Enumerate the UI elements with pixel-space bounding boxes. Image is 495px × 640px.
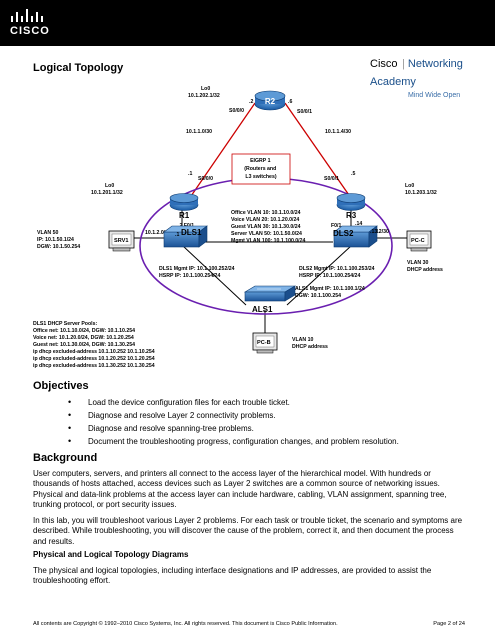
background-heading: Background bbox=[33, 452, 98, 464]
link-r1-r2 bbox=[188, 102, 256, 200]
r1-lo0-label: Lo0 10.1.201.1/32 bbox=[91, 183, 123, 196]
eigrp-label: EIGRP 1 (Routers and L3 switches) bbox=[244, 158, 277, 180]
r3-lo0-label: Lo0 10.1.203.1/32 bbox=[405, 183, 437, 196]
dls1-mgmt-info: DLS1 Mgmt IP: 10.1.100.252/24 HSRP IP: 1… bbox=[159, 266, 236, 279]
footer-page-number: Page 2 of 24 bbox=[433, 621, 465, 627]
server-srv1 bbox=[108, 230, 135, 252]
objectives-list: Load the device configuration files for … bbox=[68, 396, 399, 448]
topology-diagrams-subheading: Physical and Logical Topology Diagrams bbox=[33, 550, 189, 559]
eigrp-box bbox=[231, 153, 291, 185]
r2-s001-label: S0/0/1 bbox=[297, 109, 312, 115]
networking-academy-logo: Cisco | Networking Academy Mind Wide Ope… bbox=[370, 54, 482, 99]
r3-dot5-label: .5 bbox=[351, 171, 355, 177]
r2-dot2-label: .2 bbox=[249, 99, 253, 105]
dls1-dot1-label: .1 bbox=[175, 232, 179, 238]
pcb-info: VLAN 10 DHCP address bbox=[292, 337, 328, 350]
background-paragraph-1: User computers, servers, and printers al… bbox=[33, 469, 447, 510]
r2-name: R2 bbox=[265, 97, 276, 106]
objective-item: Load the device configuration files for … bbox=[68, 396, 399, 409]
section-title-logical-topology: Logical Topology bbox=[33, 62, 124, 74]
academy-brand: Cisco bbox=[370, 58, 398, 70]
pcb-name: PC-B bbox=[257, 340, 271, 346]
dls2-name: DLS2 bbox=[333, 229, 354, 238]
cisco-logo: CISCO bbox=[10, 7, 50, 39]
als1-name: ALS1 bbox=[252, 305, 273, 314]
cisco-bars-icon bbox=[11, 9, 43, 22]
r3-dot14-label: .14 bbox=[355, 221, 362, 227]
r3-s001-label: S0/0/1 bbox=[324, 176, 339, 182]
r1-name: R1 bbox=[179, 211, 190, 220]
link-r2r3-subnet: 10.1.1.4/30 bbox=[325, 129, 351, 135]
objective-item: Document the troubleshooting progress, c… bbox=[68, 435, 399, 448]
router-r1 bbox=[169, 193, 199, 211]
router-r3 bbox=[336, 193, 366, 211]
pc-c bbox=[406, 230, 432, 252]
r3-name: R3 bbox=[346, 211, 357, 220]
academy-name: Networking Academy bbox=[370, 58, 463, 88]
r2-s000-label: S0/0/0 bbox=[229, 108, 244, 114]
topology-svg: EIGRP 1 (Routers and L3 switches) R2 Lo0… bbox=[33, 86, 443, 369]
pcc-info: VLAN 30 DHCP address bbox=[407, 260, 443, 273]
academy-tagline: Mind Wide Open bbox=[408, 92, 461, 99]
r2-lo0-label: Lo0 10.1.202.1/32 bbox=[188, 86, 220, 99]
link-dls1-als1 bbox=[182, 245, 247, 306]
dls1-name: DLS1 bbox=[181, 228, 202, 237]
objective-item: Diagnose and resolve spanning-tree probl… bbox=[68, 422, 399, 435]
switch-dls1 bbox=[163, 225, 208, 248]
dls2-dot13-label: .13 bbox=[370, 229, 377, 235]
pcc-name: PC-C bbox=[411, 238, 425, 244]
router-r2: R2 bbox=[254, 90, 286, 111]
als1-mgmt-info: ALS1 Mgmt IP: 10.1.100.1/24 DGW: 10.1.10… bbox=[295, 286, 366, 299]
srv1-name: SRV1 bbox=[114, 238, 129, 244]
link-r1dls1-subnet: 10.1.2.0/30 bbox=[145, 230, 171, 236]
switch-dls2 bbox=[333, 225, 378, 248]
r3-f01-label: F0/1 bbox=[331, 223, 341, 229]
background-paragraph-3: The physical and logical topologies, inc… bbox=[33, 566, 432, 586]
background-paragraph-2: In this lab, you will troubleshoot vario… bbox=[33, 516, 463, 546]
r1-s000-label: S0/0/0 bbox=[198, 176, 213, 182]
link-dls2-als1 bbox=[286, 245, 352, 306]
objective-item: Diagnose and resolve Layer 2 connectivit… bbox=[68, 409, 399, 422]
link-r2-r3 bbox=[284, 102, 352, 199]
dls2-mgmt-info: DLS2 Mgmt IP: 10.1.100.253/24 HSRP IP: 1… bbox=[299, 266, 376, 279]
dhcp-pools-info: DLS1 DHCP Server Pools: Office net: 10.1… bbox=[33, 321, 156, 369]
header-bar: CISCO bbox=[0, 0, 495, 46]
r2-dot6-label: .6 bbox=[288, 99, 292, 105]
objectives-heading: Objectives bbox=[33, 380, 89, 392]
link-r1r2-subnet: 10.1.1.0/30 bbox=[186, 129, 212, 135]
r1-dot1-label: .1 bbox=[188, 171, 192, 177]
vlan-list: Office VLAN 10: 10.1.10.0/24 Voice VLAN … bbox=[231, 210, 306, 244]
logical-topology-diagram: EIGRP 1 (Routers and L3 switches) R2 Lo0… bbox=[33, 86, 463, 372]
srv1-info: VLAN 50 IP: 10.1.50.1/24 DGW: 10.1.50.25… bbox=[37, 230, 80, 250]
pc-b bbox=[252, 332, 278, 354]
footer-copyright: All contents are Copyright © 1992–2010 C… bbox=[33, 621, 338, 627]
cisco-wordmark: CISCO bbox=[10, 25, 50, 37]
switch-als1 bbox=[243, 285, 297, 302]
